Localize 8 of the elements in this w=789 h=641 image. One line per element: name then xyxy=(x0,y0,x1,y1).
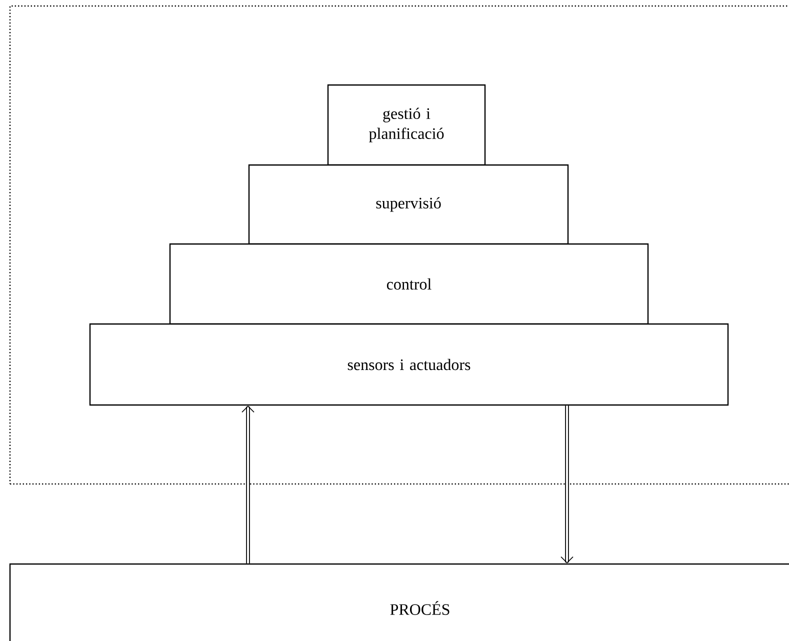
arrow xyxy=(560,406,574,564)
level-box: sensors i actuadors xyxy=(89,323,729,406)
level-box: gestió i planificació xyxy=(327,84,486,166)
dotted-frame xyxy=(9,5,789,485)
level-box: control xyxy=(169,243,649,325)
process-box: PROCÉS xyxy=(9,563,789,641)
level-box: supervisió xyxy=(248,164,569,245)
arrow xyxy=(242,406,254,564)
